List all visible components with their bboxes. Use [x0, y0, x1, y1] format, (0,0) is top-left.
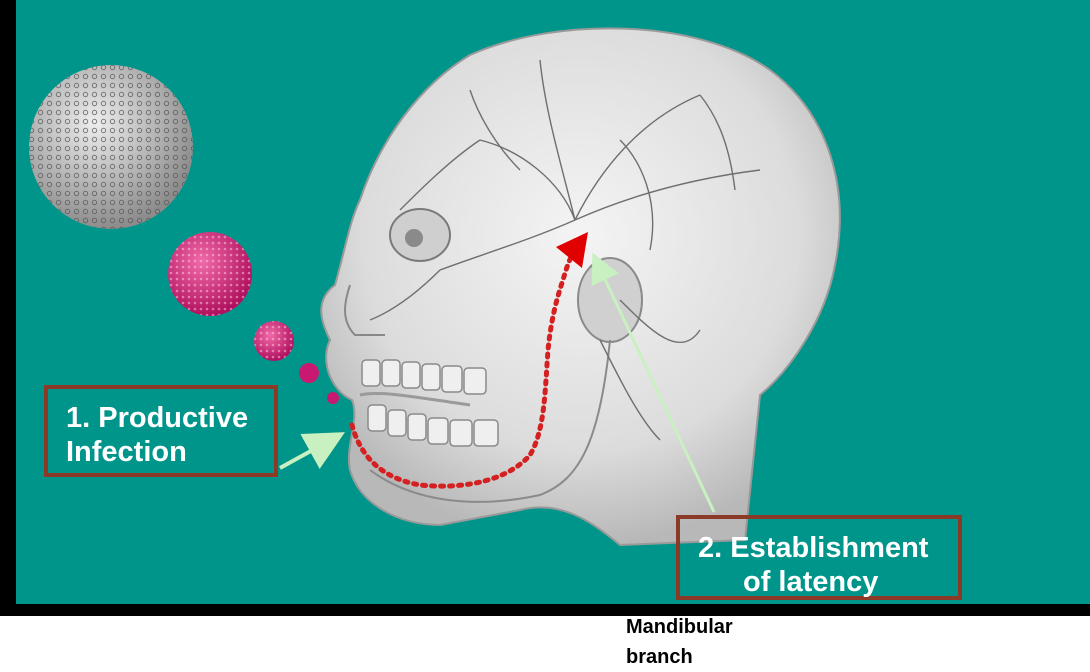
callout-2-line1: 2. Establishment [698, 531, 958, 565]
callout-1-line1: 1. Productive [66, 401, 274, 435]
callout-2-line2: of latency [698, 565, 958, 599]
callout-1-line2: Infection [66, 435, 274, 469]
large-virion-gray [29, 65, 193, 229]
pink-virion-tiny [327, 392, 339, 404]
productive-infection-callout: 1. Productive Infection [44, 385, 278, 477]
under-label-line1: Mandibular [626, 612, 733, 642]
pink-virion-medium [254, 321, 294, 361]
mandibular-branch-label: Mandibular branch [626, 612, 733, 672]
under-label-line2: branch [626, 642, 733, 672]
pink-virion-large [168, 232, 252, 316]
pink-virion-small [299, 363, 319, 383]
establishment-of-latency-callout: 2. Establishment of latency [676, 515, 962, 600]
